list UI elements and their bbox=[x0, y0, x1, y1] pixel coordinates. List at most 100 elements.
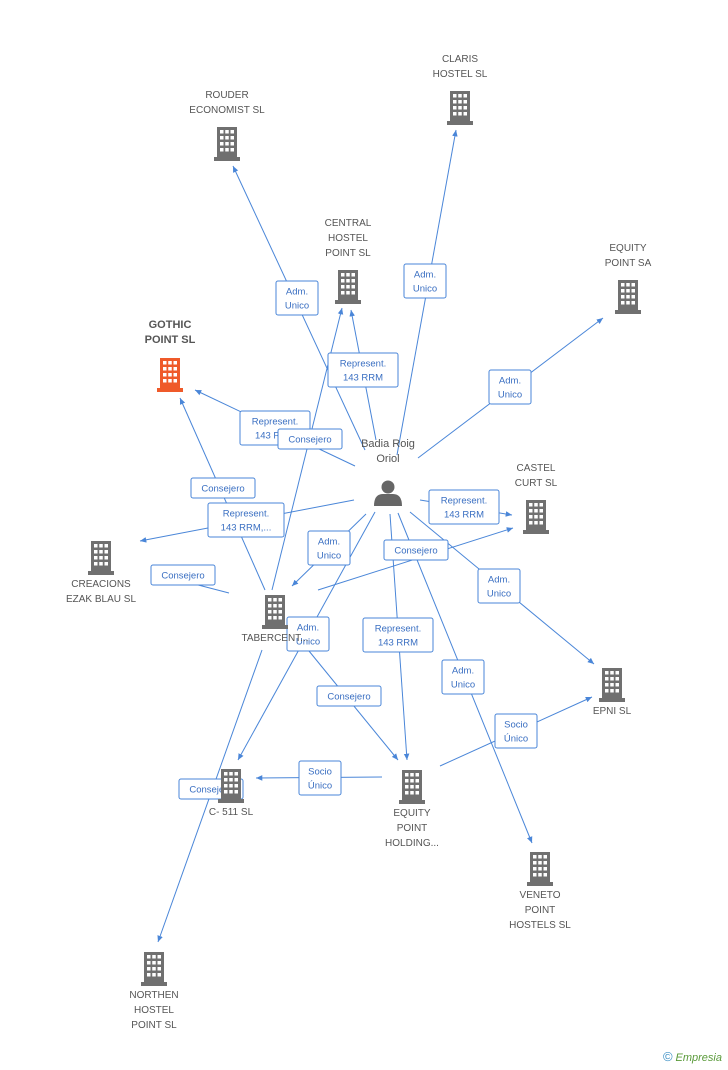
footer-brand: ©Empresia bbox=[663, 1049, 722, 1064]
building-icon bbox=[214, 127, 240, 161]
edge-label-box bbox=[403, 263, 447, 299]
edge-label-e_tab_cons[interactable]: Consejero bbox=[277, 428, 343, 450]
edge-label-box bbox=[488, 369, 532, 405]
edge-label-text: Adm. bbox=[297, 623, 319, 634]
company-name: CLARIS bbox=[442, 54, 478, 65]
edge-label-text: Consejero bbox=[288, 435, 331, 446]
company-name: POINT SL bbox=[145, 334, 196, 346]
company-name: HOLDING... bbox=[385, 838, 439, 849]
edge-label-e_tab_holding[interactable]: Consejero bbox=[316, 685, 382, 707]
company-name: POINT bbox=[525, 905, 556, 916]
copyright-icon: © bbox=[662, 1049, 673, 1064]
edge-label-box bbox=[286, 616, 330, 652]
building-icon bbox=[218, 769, 244, 803]
edge-label-e_creacions_cons[interactable]: Consejero bbox=[150, 564, 216, 586]
edge-label-box bbox=[277, 428, 343, 450]
edge-label-box bbox=[316, 685, 382, 707]
edge-label-text: Adm. bbox=[414, 270, 436, 281]
company-name: C- 511 SL bbox=[209, 807, 254, 818]
edge-label-box bbox=[150, 564, 216, 586]
company-name: CENTRAL bbox=[325, 218, 372, 229]
building-icon bbox=[399, 770, 425, 804]
company-node-veneto[interactable]: VENETO POINT HOSTELS SL bbox=[509, 852, 571, 931]
company-name: NORTHEN bbox=[129, 990, 178, 1001]
edge-label-text: Consejero bbox=[394, 546, 437, 557]
building-icon bbox=[615, 280, 641, 314]
person-name: Badia Roig bbox=[361, 438, 415, 450]
edge-label-e_tab_adm[interactable]: Adm.Unico bbox=[307, 530, 351, 566]
building-icon bbox=[523, 500, 549, 534]
company-name: GOTHIC bbox=[149, 319, 192, 331]
edge-label-e_holding_rep[interactable]: Represent.143 RRM bbox=[362, 617, 434, 653]
company-name: HOSTEL bbox=[134, 1005, 174, 1016]
company-node-equity_holding[interactable]: EQUITYPOINTHOLDING... bbox=[385, 770, 439, 849]
company-node-epni[interactable]: EPNI SL bbox=[593, 668, 632, 717]
edge-label-text: Unico bbox=[487, 589, 511, 600]
company-node-gothic[interactable]: GOTHIC POINT SL bbox=[145, 319, 196, 392]
edge-label-e_equity_sa[interactable]: Adm.Unico bbox=[488, 369, 532, 405]
edge-label-box bbox=[362, 617, 434, 653]
edge-label-e_creacions_rep[interactable]: Represent.143 RRM,... bbox=[207, 502, 285, 538]
edge-label-e_castel[interactable]: Represent. 143 RRM bbox=[428, 489, 500, 525]
company-name: POINT SL bbox=[131, 1020, 177, 1031]
company-name: CURT SL bbox=[515, 478, 558, 489]
company-name: VENETO bbox=[520, 890, 561, 901]
edge-label-e_rouder[interactable]: Adm. Unico bbox=[275, 280, 319, 316]
edge-label-text: 143 RRM bbox=[343, 373, 383, 384]
edge-label-text: Único bbox=[504, 734, 528, 745]
company-node-creacions[interactable]: CREACIONS EZAK BLAU SL bbox=[66, 541, 136, 605]
edge-label-text: Represent. bbox=[223, 509, 269, 520]
edge-label-text: Único bbox=[308, 781, 332, 792]
building-icon bbox=[157, 358, 183, 392]
edge-label-text: Unico bbox=[413, 284, 437, 295]
edge-label-e_veneto[interactable]: Adm.Unico bbox=[441, 659, 485, 695]
edge-label-text: 143 RRM bbox=[444, 510, 484, 521]
edge-label-e_gothic_cons[interactable]: Consejero bbox=[190, 477, 256, 499]
building-icon bbox=[527, 852, 553, 886]
edge-label-text: Represent. bbox=[340, 359, 386, 370]
edge-label-e_claris[interactable]: Adm. Unico bbox=[403, 263, 447, 299]
edge-label-text: Represent. bbox=[252, 417, 298, 428]
edge-label-text: Represent. bbox=[375, 624, 421, 635]
edge-label-e_central[interactable]: Represent. 143 RRM bbox=[327, 352, 399, 388]
edge-label-text: Adm. bbox=[286, 287, 308, 298]
company-node-castel[interactable]: CASTEL CURT SL bbox=[515, 463, 558, 534]
edge-label-text: Socio bbox=[504, 720, 528, 731]
company-name: CASTEL bbox=[517, 463, 556, 474]
company-node-tabercent[interactable]: TABERCENT... bbox=[241, 595, 309, 644]
edge-label-box bbox=[307, 530, 351, 566]
edge-label-e_castel_cons[interactable]: Consejero bbox=[383, 539, 449, 561]
edge-label-e_epni[interactable]: Adm.Unico bbox=[477, 568, 521, 604]
edge-label-text: Unico bbox=[285, 301, 309, 312]
company-name: HOSTELS SL bbox=[509, 920, 571, 931]
edge-label-text: Consejero bbox=[189, 785, 232, 796]
building-icon bbox=[447, 91, 473, 125]
company-name: TABERCENT... bbox=[241, 633, 308, 644]
edge-label-box bbox=[477, 568, 521, 604]
edge-label-box bbox=[428, 489, 500, 525]
edge-label-text: Consejero bbox=[161, 571, 204, 582]
edge-label-text: Unico bbox=[296, 637, 320, 648]
edge-label-e_tab_c511[interactable]: Adm. Unico bbox=[286, 616, 330, 652]
company-node-c511[interactable]: C- 511 SL bbox=[209, 769, 254, 818]
edge-label-text: Unico bbox=[317, 551, 341, 562]
edge-label-text: Represent. bbox=[441, 496, 487, 507]
company-name: EZAK BLAU SL bbox=[66, 594, 136, 605]
edge-label-box bbox=[327, 352, 399, 388]
company-name: CREACIONS bbox=[71, 579, 131, 590]
person-name: Oriol bbox=[376, 453, 399, 465]
company-name: EPNI SL bbox=[593, 706, 632, 717]
edge-label-box bbox=[298, 760, 342, 796]
company-node-northen[interactable]: NORTHEN HOSTEL POINT SL bbox=[129, 952, 179, 1031]
edge-label-box bbox=[494, 713, 538, 749]
